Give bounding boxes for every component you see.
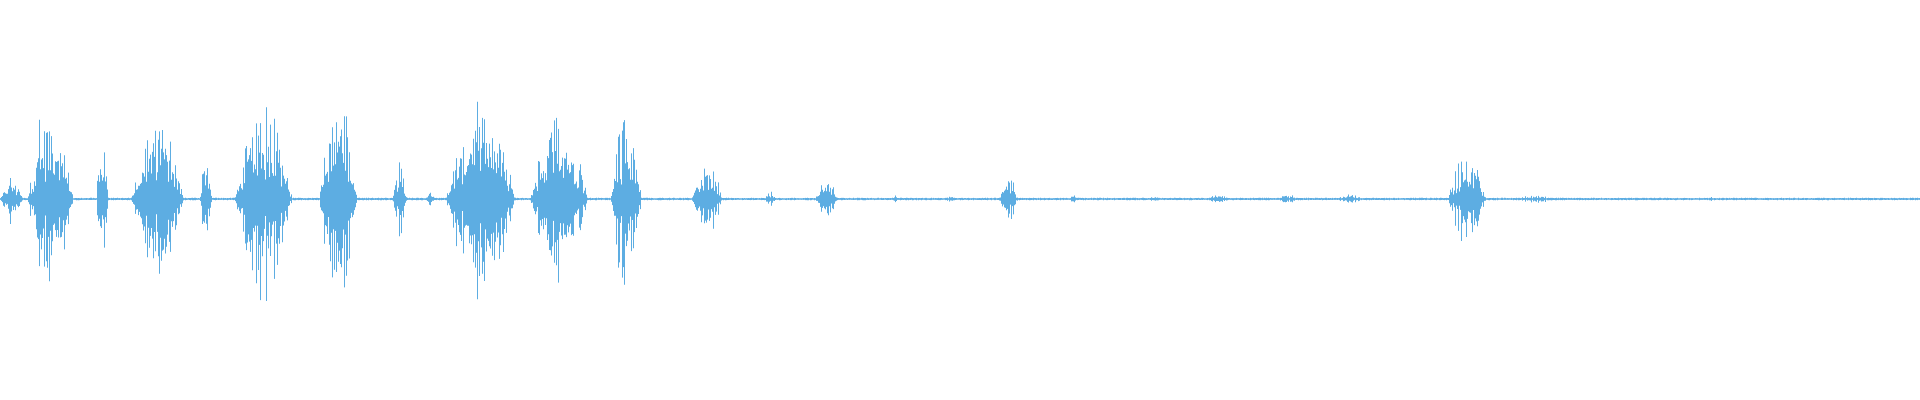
waveform-trace bbox=[0, 101, 1920, 301]
waveform-path bbox=[0, 101, 1920, 301]
